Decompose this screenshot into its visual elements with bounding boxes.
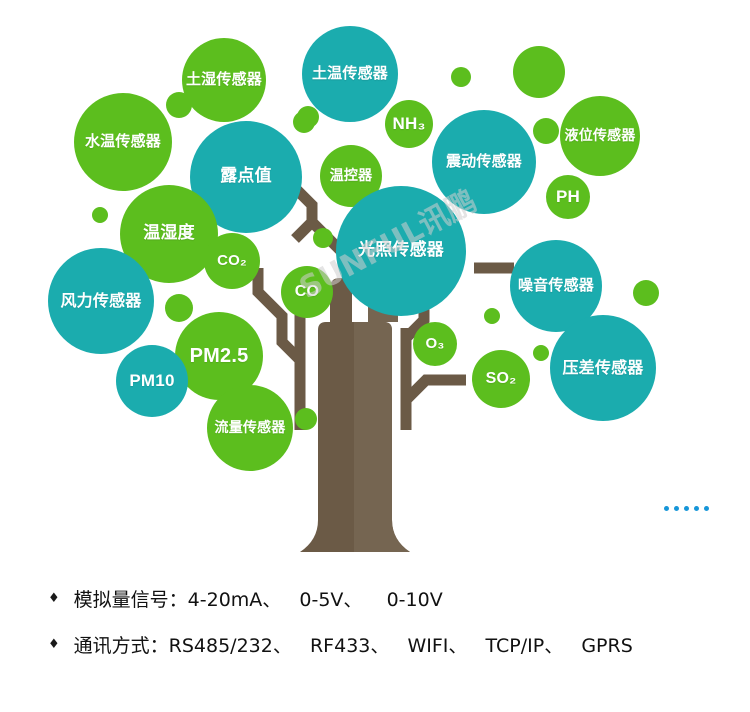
ellipsis-dot xyxy=(684,506,689,511)
bubble-label: CO xyxy=(294,282,320,300)
bubble-label: PH xyxy=(555,187,581,207)
bubble-label: 震动传感器 xyxy=(445,152,522,171)
bubble-震动传感器[interactable]: 震动传感器 xyxy=(432,110,536,214)
ellipsis-dot xyxy=(704,506,709,511)
bubble-label: PM10 xyxy=(129,371,175,391)
bubble-label: 水温传感器 xyxy=(84,132,161,151)
bubble-O[interactable]: O₃ xyxy=(413,322,457,366)
bubble-decorative-21 xyxy=(633,280,659,306)
footer-row-analog: ♦ 模拟量信号：4-20mA、 0-5V、 0-10V xyxy=(0,575,750,621)
bubble-decorative-28 xyxy=(484,308,500,324)
bubble-label: 温控器 xyxy=(329,167,373,184)
analog-signal-spec: 模拟量信号：4-20mA、 0-5V、 0-10V xyxy=(73,588,443,611)
branch-upper-left-fork xyxy=(291,218,316,243)
bubble-decorative-4 xyxy=(293,111,315,133)
communication-spec: 通讯方式：RS485/232、 RF433、 WIFI、 TCP/IP、 GPR… xyxy=(73,634,633,657)
branch-right-so2 xyxy=(402,374,466,404)
ellipsis-dots xyxy=(664,506,709,511)
bubble-压差传感器[interactable]: 压差传感器 xyxy=(550,315,656,421)
bubble-label: 压差传感器 xyxy=(562,357,644,377)
diamond-bullet-icon: ♦ xyxy=(48,590,60,606)
ellipsis-dot xyxy=(664,506,669,511)
bubble-label: 风力传感器 xyxy=(60,290,142,310)
bubble-label: 液位传感器 xyxy=(564,127,636,144)
bubble-label: CO₂ xyxy=(217,252,247,270)
bubble-decorative-24 xyxy=(165,294,193,322)
bubble-decorative-29 xyxy=(533,345,549,361)
bubble-label: 露点值 xyxy=(220,166,272,187)
bubble-CO[interactable]: CO xyxy=(281,266,333,318)
bubble-decorative-1 xyxy=(166,92,192,118)
bubble-PM10[interactable]: PM10 xyxy=(116,345,188,417)
bubble-SO[interactable]: SO₂ xyxy=(472,350,530,408)
bubble-土湿传感器[interactable]: 土湿传感器 xyxy=(182,38,266,122)
footer-spec-list: ♦ 模拟量信号：4-20mA、 0-5V、 0-10V ♦ 通讯方式：RS485… xyxy=(0,575,750,667)
bubble-decorative-33 xyxy=(295,408,317,430)
bubble-label: O₃ xyxy=(425,335,445,353)
bubble-decorative-13 xyxy=(533,118,559,144)
bubble-label: 光照传感器 xyxy=(358,240,444,261)
bubble-label: 温湿度 xyxy=(143,223,195,244)
bubble-光照传感器[interactable]: 光照传感器 xyxy=(336,186,466,316)
bubble-label: 噪音传感器 xyxy=(517,276,594,295)
bubble-label: 土温传感器 xyxy=(311,64,388,83)
bubble-decorative-5 xyxy=(451,67,471,87)
bubble-label: 流量传感器 xyxy=(214,419,286,436)
bubble-NH[interactable]: NH₃ xyxy=(385,100,433,148)
diamond-bullet-icon: ♦ xyxy=(48,636,60,652)
branch-left-lower xyxy=(252,268,304,364)
bubble-液位传感器[interactable]: 液位传感器 xyxy=(560,96,640,176)
bubble-label: 土湿传感器 xyxy=(185,70,262,89)
bubble-label: NH₃ xyxy=(392,114,426,134)
bubble-decorative-19 xyxy=(313,228,333,248)
footer-row-comm: ♦ 通讯方式：RS485/232、 RF433、 WIFI、 TCP/IP、 G… xyxy=(0,621,750,667)
ellipsis-dot xyxy=(694,506,699,511)
bubble-风力传感器[interactable]: 风力传感器 xyxy=(48,248,154,354)
ellipsis-dot xyxy=(674,506,679,511)
bubble-土温传感器[interactable]: 土温传感器 xyxy=(302,26,398,122)
bubble-PH[interactable]: PH xyxy=(546,175,590,219)
bubble-decorative-6 xyxy=(513,46,565,98)
bubble-label: PM2.5 xyxy=(189,344,249,367)
bubble-label: SO₂ xyxy=(485,369,517,387)
bubble-水温传感器[interactable]: 水温传感器 xyxy=(74,93,172,191)
bubble-CO[interactable]: CO₂ xyxy=(204,233,260,289)
bubble-decorative-16 xyxy=(92,207,108,223)
bubble-流量传感器[interactable]: 流量传感器 xyxy=(207,385,293,471)
